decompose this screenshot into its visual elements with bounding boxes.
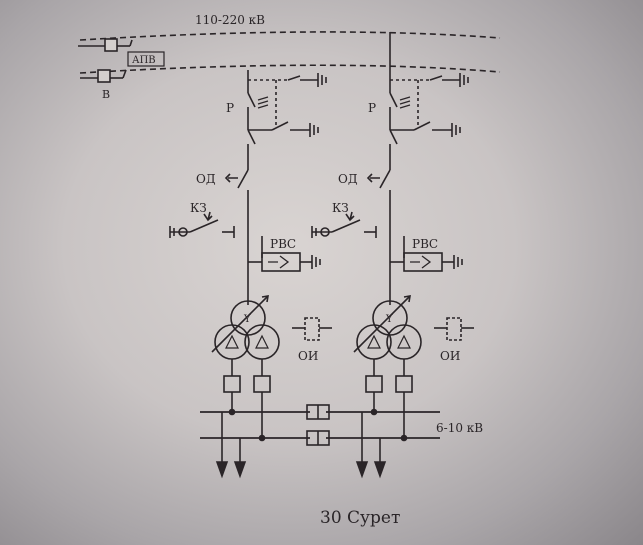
label-arc-reactor-right: ОИ xyxy=(440,349,460,363)
apv-box xyxy=(127,51,165,67)
hv-line-lower xyxy=(79,64,501,74)
lv-busbars xyxy=(200,404,440,479)
figure-caption: 30 Сурет xyxy=(320,508,401,528)
incoming-feeders xyxy=(78,38,165,83)
label-arrester-right: РВС xyxy=(412,237,438,251)
branch-left xyxy=(169,70,332,442)
label-disconnector-left: Р xyxy=(226,101,234,115)
feeder-breaker-upper xyxy=(104,38,118,52)
label-short-circuiter-left: КЗ xyxy=(190,201,207,215)
label-voltage-low: 6-10 кВ xyxy=(436,421,483,435)
label-voltage-high: 110-220 кВ xyxy=(195,13,265,27)
label-transformer-left: Y xyxy=(243,314,251,325)
label-arrester-left: РВС xyxy=(270,237,296,251)
label-disconnector-right: Р xyxy=(368,101,376,115)
label-arc-reactor-left: ОИ xyxy=(298,349,318,363)
hv-line-upper xyxy=(79,31,501,41)
label-separator-right: ОД xyxy=(338,172,358,186)
label-short-circuiter-right: КЗ xyxy=(332,201,349,215)
feeder-breaker-lower xyxy=(97,69,111,83)
label-breaker: В xyxy=(102,88,110,101)
label-transformer-right: Y xyxy=(385,314,393,325)
label-apv: АПВ xyxy=(132,55,156,66)
branch-right xyxy=(311,32,474,442)
label-separator-left: ОД xyxy=(196,172,216,186)
